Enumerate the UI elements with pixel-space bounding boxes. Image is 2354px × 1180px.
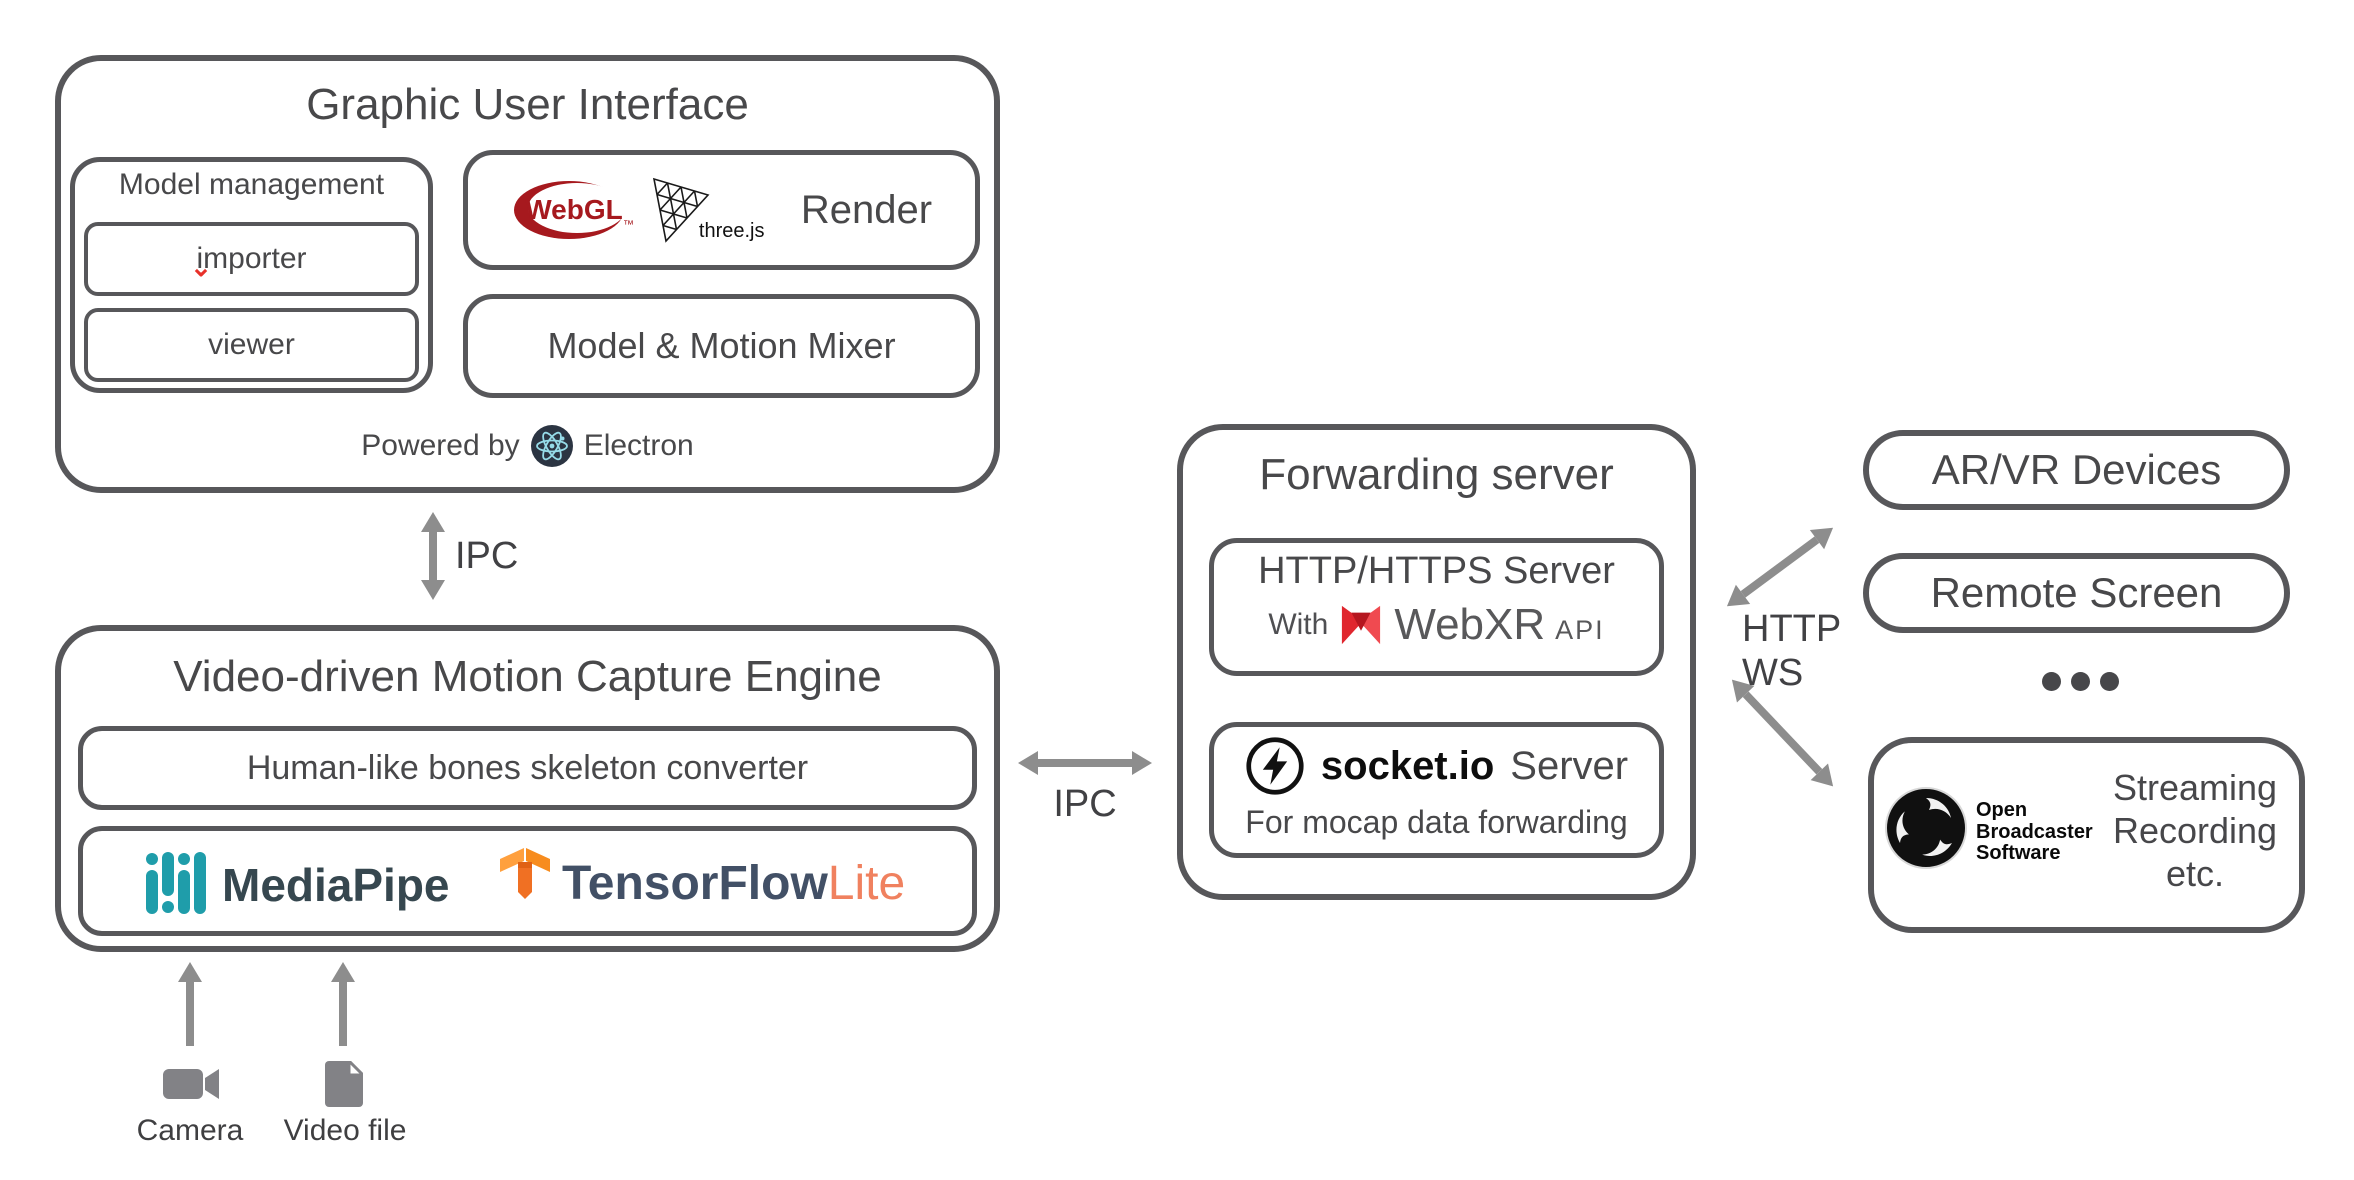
obs-caption: Streaming Recording etc.: [2100, 766, 2290, 896]
obs-logo-line3: Software: [1976, 842, 2061, 865]
obs-logo: [1885, 787, 1967, 869]
model-management-label: Model management: [118, 168, 385, 201]
ipc-horizontal-arrow: [1038, 759, 1132, 767]
obs-box: [1868, 737, 2305, 933]
powered-by-row: Powered by Electron: [55, 424, 1000, 468]
webxr-logo: [1342, 605, 1381, 645]
with-label: With: [1268, 608, 1329, 641]
electron-icon: [530, 425, 573, 467]
webxr-label: WebXR: [1394, 600, 1546, 649]
electron-label: Electron: [583, 429, 694, 462]
render-label: Render: [800, 187, 933, 232]
render-box: WebGL ™ three.js Render: [463, 150, 980, 270]
ipc-vertical-label: IPC: [455, 535, 519, 577]
importer-box: importer: [84, 222, 419, 296]
threejs-logo: [652, 177, 710, 243]
powered-by-label: Powered by: [361, 429, 520, 462]
mixer-label: Model & Motion Mixer: [547, 325, 896, 366]
tensorflow-logo: [500, 848, 550, 899]
importer-spellcheck-mark: ⌄: [190, 252, 212, 282]
http-label: HTTP: [1742, 608, 1842, 650]
arvr-devices-label: AR/VR Devices: [1931, 446, 2222, 493]
ipc-horizontal-label: IPC: [1053, 783, 1117, 825]
obs-logo-line1: Open: [1976, 799, 2028, 821]
http-ws-lower-arrow: [1742, 691, 1823, 775]
socketio-server-label: Server: [1510, 743, 1629, 788]
socketio-row: socket.io Server: [1209, 736, 1664, 796]
video-file-label: Video file: [283, 1114, 407, 1147]
tensorflow-text: TensorFlow: [562, 857, 828, 910]
obs-logo-line2: Broadcaster: [1976, 820, 2093, 843]
camera-label: Camera: [136, 1114, 244, 1147]
http-server-box: [1209, 538, 1664, 676]
engine-title: Video-driven Motion Capture Engine: [173, 652, 882, 701]
converter-box: Human-like bones skeleton converter: [78, 726, 977, 810]
ellipsis-dots: [2042, 672, 2119, 691]
socketio-caption: For mocap data forwarding: [1245, 804, 1628, 840]
obs-logo-text: Open Broadcaster Software: [1976, 799, 2093, 865]
viewer-label: viewer: [208, 328, 295, 361]
dot-icon: [2042, 672, 2061, 691]
converter-label: Human-like bones skeleton converter: [246, 748, 809, 787]
svg-text:™: ™: [623, 219, 633, 231]
remote-screen-box: Remote Screen: [1863, 553, 2290, 633]
camera-icon: [163, 1069, 219, 1099]
forwarding-server-title: Forwarding server: [1259, 450, 1614, 499]
socketio-label: socket.io: [1320, 743, 1495, 788]
video-file-icon: [325, 1061, 363, 1107]
tensorflow-label: TensorFlowLite: [562, 856, 982, 911]
ws-label: WS: [1742, 652, 1804, 694]
arvr-devices-box: AR/VR Devices: [1863, 430, 2290, 510]
http-ws-upper-arrow: [1740, 536, 1820, 598]
video-file-input-arrow: [339, 982, 347, 1046]
viewer-box: viewer: [84, 308, 419, 382]
threejs-label: three.js: [698, 220, 765, 242]
threejs-logo-wrap: three.js: [651, 175, 783, 245]
tensorflow-lite-text: Lite: [827, 857, 906, 910]
remote-screen-label: Remote Screen: [1930, 569, 2223, 616]
svg-text:WebGL: WebGL: [525, 194, 622, 225]
mediapipe-label: MediaPipe: [222, 859, 450, 911]
http-server-title: HTTP/HTTPS Server: [1258, 550, 1615, 592]
webxr-api-label: API: [1555, 614, 1605, 645]
socketio-icon: [1246, 737, 1304, 795]
ipc-vertical-arrow: [429, 532, 437, 580]
gui-title: Graphic User Interface: [306, 80, 749, 129]
obs-caption-line2: Recording: [2112, 810, 2278, 852]
importer-label: importer: [196, 242, 307, 275]
webgl-logo: WebGL ™: [513, 181, 633, 239]
webxr-row: With WebXR API: [1209, 600, 1664, 650]
dot-icon: [2100, 672, 2119, 691]
obs-caption-line3: etc.: [2165, 853, 2225, 895]
dot-icon: [2071, 672, 2090, 691]
mediapipe-logo: [146, 852, 206, 914]
mixer-box: Model & Motion Mixer: [463, 294, 980, 398]
obs-caption-line1: Streaming: [2112, 767, 2278, 808]
camera-input-arrow: [186, 982, 194, 1046]
